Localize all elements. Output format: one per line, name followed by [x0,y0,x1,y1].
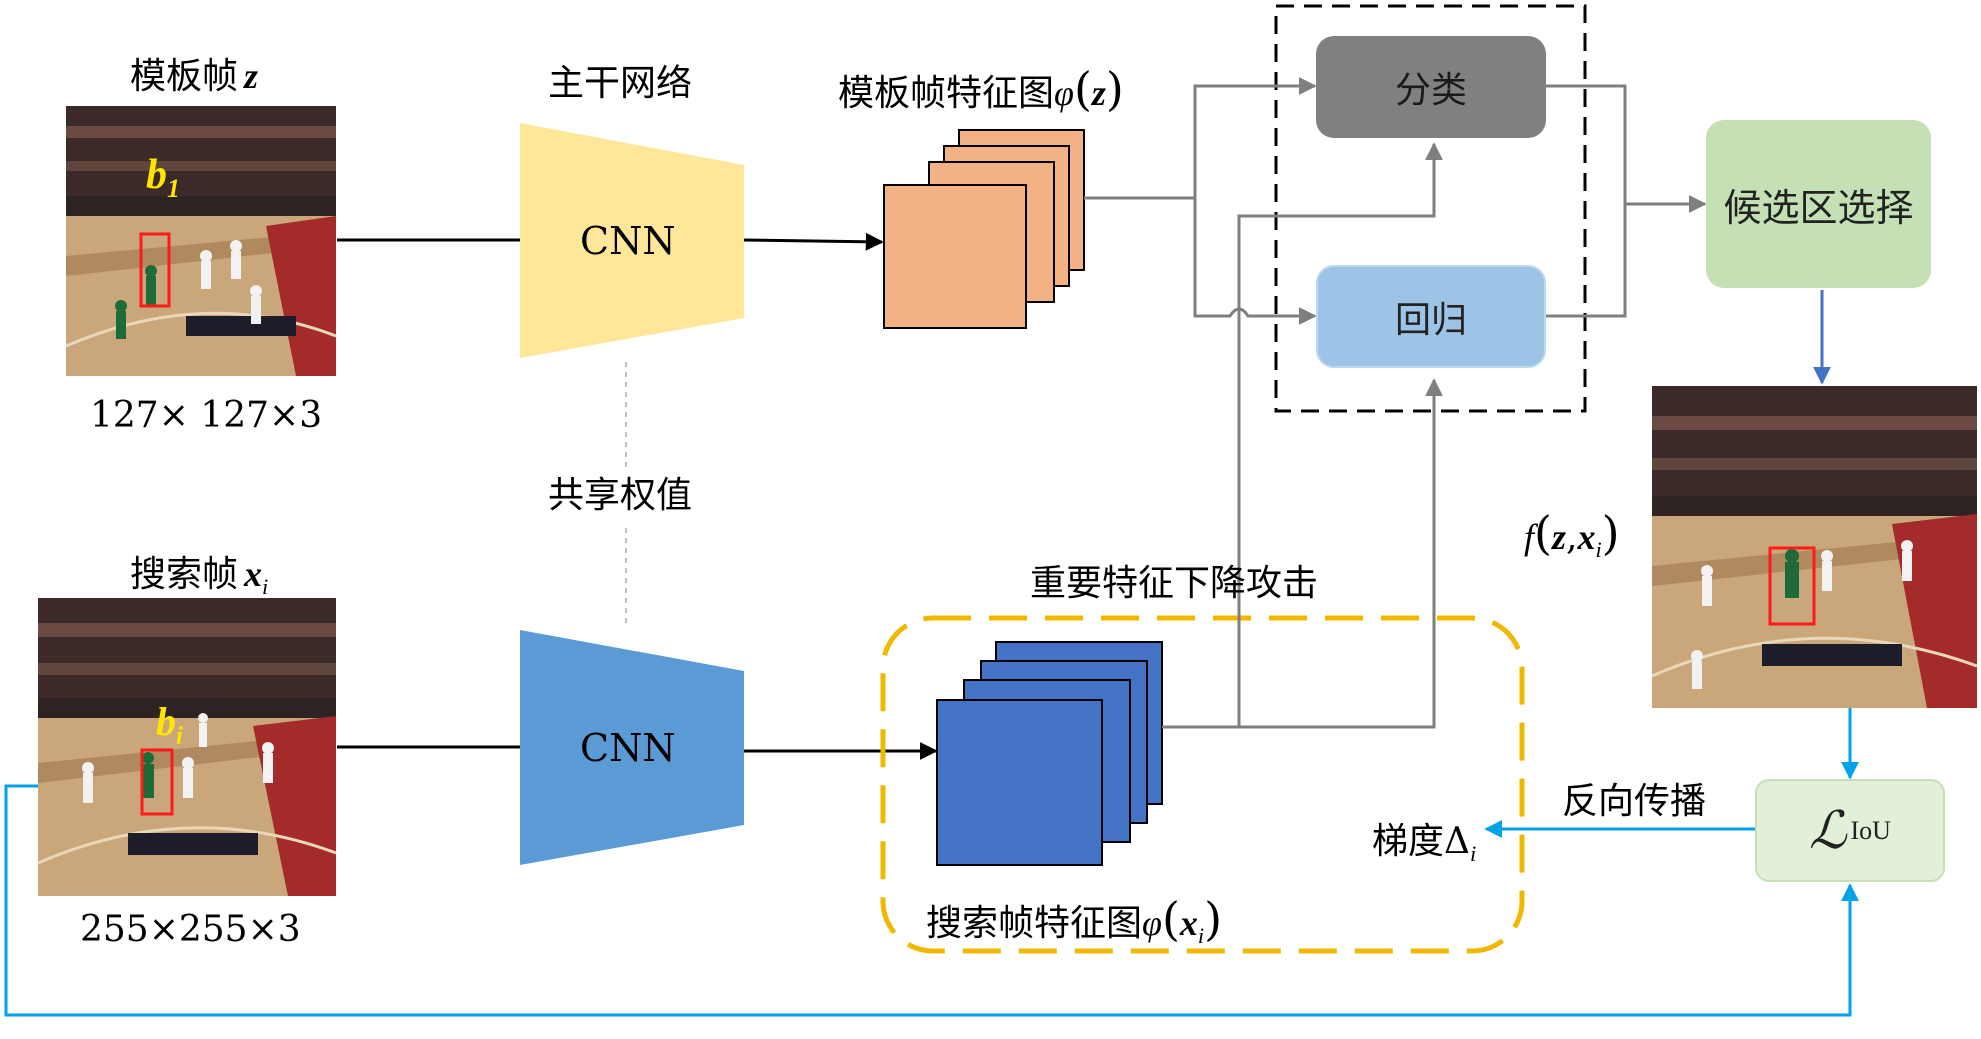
search-feature-label: 搜索帧特征图φ(xi) [926,892,1223,948]
gradient-label: 梯度Δi [1372,821,1477,866]
head-dashed-frame [1274,4,1587,413]
search-to-classify-link [1237,142,1443,727]
regress-out-link [1545,204,1627,318]
cnn-top-shape [520,123,744,358]
shared-weight-label: 共享权值 [548,475,693,516]
search-bbox-label: bi [156,699,183,750]
classify-out-link [1545,84,1627,204]
backbone-title: 主干网络 [548,63,693,104]
search-size: 255×255×3 [80,909,301,950]
search-feature-link [1162,378,1443,729]
search-feature-stack [936,641,1163,866]
backprop-label: 反向传播 [1562,781,1707,822]
cnn-to-template-feature-arrow [743,232,884,251]
template-feature-stack [883,129,1085,329]
template-size: 127× 127×3 [90,395,323,436]
candidate-box: 候选区选择 [1706,120,1931,288]
search-frame-image: bi [38,598,336,896]
template-frame-image: b1 [66,106,336,376]
cnn-bottom-shape [520,630,744,865]
cnn-top-label: CNN [580,219,676,263]
attack-dashed-frame [880,615,1525,954]
cnn-bottom-label: CNN [580,726,676,770]
attack-title: 重要特征下降攻击 [1030,563,1319,604]
classify-box: 分类 [1316,36,1546,138]
template-feature-label: 模板帧特征图φ(z) [838,62,1124,116]
link-to-classify [1193,77,1317,198]
output-function-label: f(z,xi) [1524,506,1620,562]
template-bbox-label: b1 [146,152,181,204]
regress-box: 回归 [1316,265,1546,368]
output-frame-image [1652,386,1977,708]
